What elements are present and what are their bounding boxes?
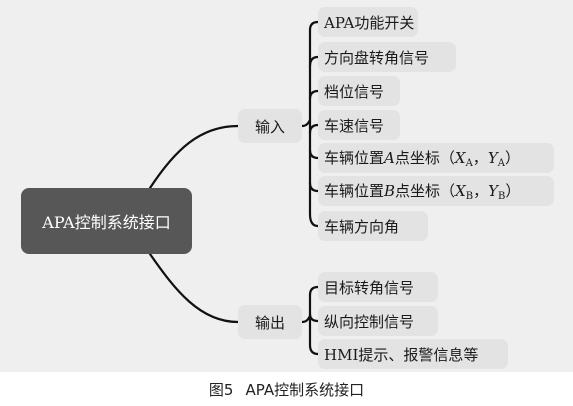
connector-root-input	[148, 124, 240, 190]
output-node-target-angle: 目标转角信号	[318, 272, 438, 302]
root-node: APA控制系统接口	[21, 188, 192, 254]
branch-output-label: 输出	[254, 313, 285, 332]
input-stub-4	[308, 148, 320, 160]
input-label-position-a: 车辆位置A点坐标（XA，YA）	[324, 149, 520, 169]
branch-input-label: 输入	[254, 117, 285, 136]
connector-root-output	[148, 252, 240, 324]
output-stub-2	[308, 343, 320, 356]
input-stub-1	[308, 55, 320, 68]
connector-input-spine	[300, 118, 312, 128]
output-label: 目标转角信号	[324, 278, 415, 297]
output-label: HMI提示、报警信息等	[324, 345, 479, 364]
output-stub-0	[308, 285, 320, 297]
input-label: 档位信号	[324, 82, 385, 101]
input-label: 车辆方向角	[324, 217, 400, 236]
branch-input: 输入	[238, 109, 302, 143]
output-stub-1	[308, 312, 320, 323]
mindmap-canvas: APA控制系统接口 输入 输出 APA功能开关 方向盘转角信号 档位信号 车速信…	[0, 0, 573, 372]
output-node-hmi: HMI提示、报警信息等	[318, 339, 508, 369]
figure-number: 图5	[208, 380, 234, 399]
input-label: 车速信号	[324, 116, 385, 135]
input-label-position-b: 车辆位置B点坐标（XB，YB）	[324, 182, 521, 202]
input-node-gear: 档位信号	[318, 76, 400, 106]
input-stub-2	[308, 89, 320, 101]
figure-caption: 图5 APA控制系统接口	[0, 376, 573, 402]
root-label: APA控制系统接口	[42, 213, 171, 232]
input-node-position-b: 车辆位置B点坐标（XB，YB）	[318, 176, 554, 206]
input-node-steering-angle: 方向盘转角信号	[318, 42, 456, 72]
input-label: APA功能开关	[324, 13, 415, 32]
input-stub-3	[308, 123, 320, 135]
connector-output-spine	[300, 314, 312, 324]
input-label: 方向盘转角信号	[324, 48, 430, 67]
connector-lines	[148, 20, 320, 356]
output-node-longitudinal: 纵向控制信号	[318, 306, 438, 336]
input-node-heading: 车辆方向角	[318, 211, 428, 241]
input-stub-0	[308, 20, 320, 32]
branch-output: 输出	[238, 305, 302, 339]
input-stub-6	[308, 212, 320, 228]
output-label: 纵向控制信号	[324, 312, 415, 331]
figure-title: APA控制系统接口	[245, 380, 365, 399]
input-node-apa-switch: APA功能开关	[318, 7, 418, 37]
input-stub-5	[308, 181, 320, 193]
input-node-position-a: 车辆位置A点坐标（XA，YA）	[318, 143, 554, 173]
input-node-speed: 车速信号	[318, 110, 400, 140]
